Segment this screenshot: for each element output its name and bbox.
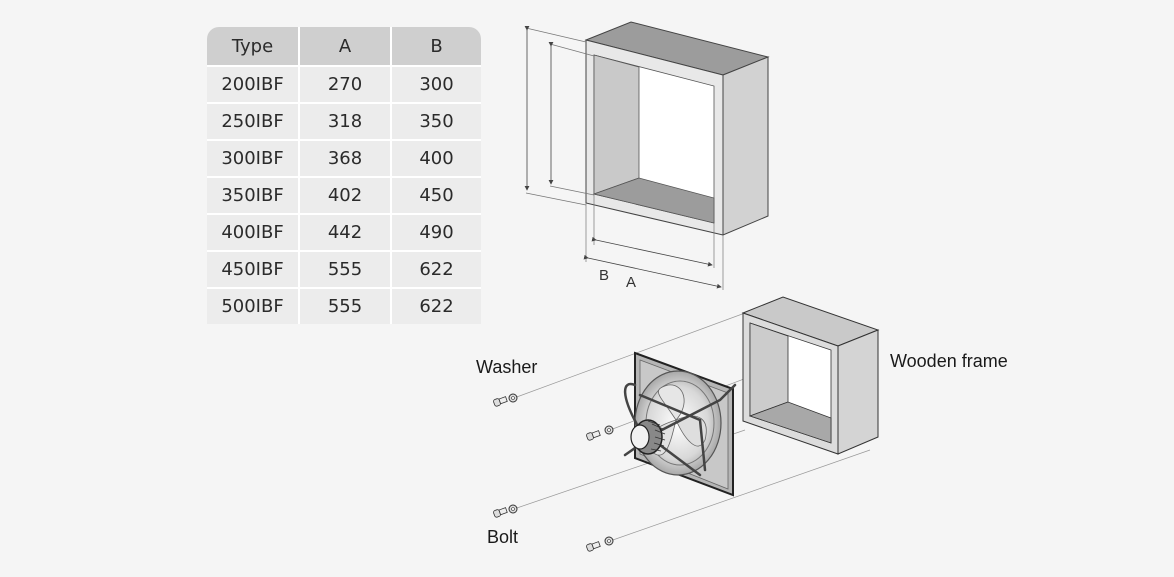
bolt-label: Bolt bbox=[487, 527, 519, 547]
dim-extension bbox=[549, 43, 595, 57]
cell-b: 622 bbox=[392, 289, 481, 324]
cell-b: 350 bbox=[392, 104, 481, 141]
cell-b: 450 bbox=[392, 178, 481, 215]
cell-type: 300IBF bbox=[207, 141, 300, 178]
cell-type: 350IBF bbox=[207, 178, 300, 215]
cell-type: 400IBF bbox=[207, 215, 300, 252]
cell-type: 200IBF bbox=[207, 67, 300, 104]
dim-extension bbox=[525, 27, 587, 43]
washer-label: Washer bbox=[476, 357, 538, 377]
table-row: 300IBF 368 400 bbox=[207, 141, 481, 178]
header-a: A bbox=[300, 27, 392, 67]
cell-b: 400 bbox=[392, 141, 481, 178]
cell-type: 250IBF bbox=[207, 104, 300, 141]
dim-extension bbox=[525, 192, 587, 206]
bolt-icon bbox=[586, 430, 601, 441]
cell-b: 300 bbox=[392, 67, 481, 104]
dimension-label-b: B bbox=[599, 267, 610, 284]
bolt-washer-set bbox=[493, 393, 614, 552]
cell-type: 500IBF bbox=[207, 289, 300, 324]
box-inner-left bbox=[593, 54, 640, 195]
cell-b: 622 bbox=[392, 252, 481, 289]
cell-type: 450IBF bbox=[207, 252, 300, 289]
fan-unit bbox=[623, 351, 737, 497]
dimensioned-box bbox=[524, 21, 770, 290]
table-row: 400IBF 442 490 bbox=[207, 215, 481, 252]
spec-table: Type A B 200IBF 270 300 250IBF 318 350 3… bbox=[207, 27, 481, 324]
table-row: 250IBF 318 350 bbox=[207, 104, 481, 141]
box-inner-bottom bbox=[592, 177, 715, 224]
cell-a: 270 bbox=[300, 67, 392, 104]
cell-a: 368 bbox=[300, 141, 392, 178]
header-type: Type bbox=[207, 27, 300, 67]
bolt-icon bbox=[586, 541, 601, 552]
cell-a: 555 bbox=[300, 252, 392, 289]
dim-line-b bbox=[591, 236, 713, 267]
box-side-face bbox=[722, 56, 769, 236]
bolt-icon bbox=[493, 396, 508, 407]
cell-a: 555 bbox=[300, 289, 392, 324]
cell-a: 442 bbox=[300, 215, 392, 252]
cell-a: 318 bbox=[300, 104, 392, 141]
cell-b: 490 bbox=[392, 215, 481, 252]
table-row: 200IBF 270 300 bbox=[207, 67, 481, 104]
dim-extension bbox=[549, 185, 595, 196]
table-header-row: Type A B bbox=[207, 27, 481, 67]
dim-line-a bbox=[583, 254, 722, 289]
wooden-frame-label: Wooden frame bbox=[890, 351, 1008, 371]
wooden-frame bbox=[741, 296, 880, 455]
dimension-label-a: A bbox=[626, 274, 637, 291]
cell-a: 402 bbox=[300, 178, 392, 215]
table-row: 450IBF 555 622 bbox=[207, 252, 481, 289]
bolt-icon bbox=[493, 507, 508, 518]
header-b: B bbox=[392, 27, 481, 67]
table-row: 500IBF 555 622 bbox=[207, 289, 481, 324]
table-row: 350IBF 402 450 bbox=[207, 178, 481, 215]
